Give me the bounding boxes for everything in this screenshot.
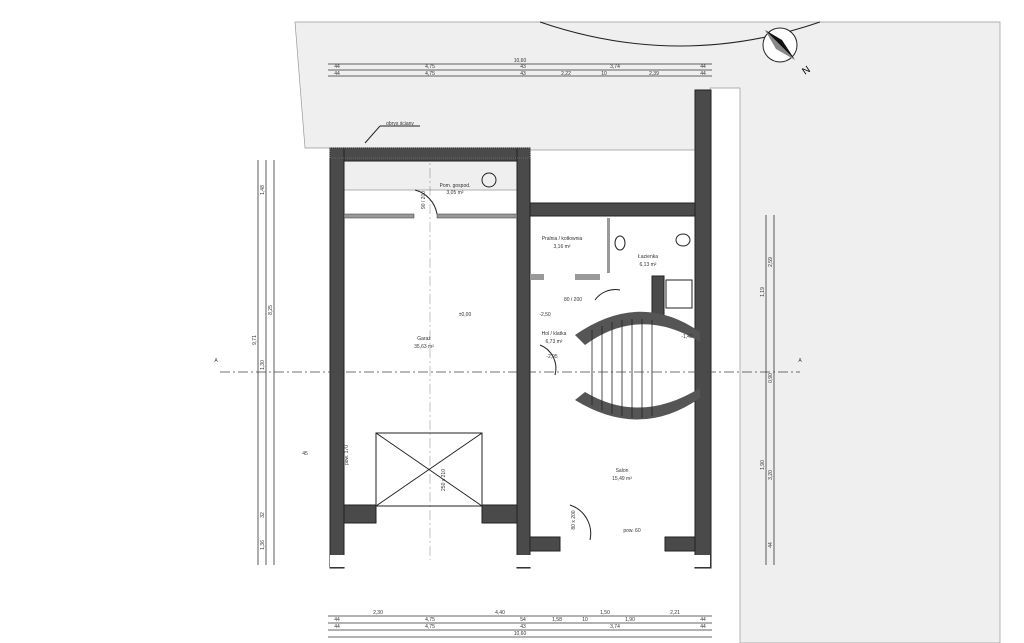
svg-text:2,59: 2,59 bbox=[768, 257, 774, 267]
svg-text:1,30: 1,30 bbox=[260, 360, 266, 370]
svg-text:250 x 210: 250 x 210 bbox=[441, 469, 447, 491]
level: ±0,00 bbox=[459, 312, 472, 318]
svg-text:1,19: 1,19 bbox=[760, 287, 766, 297]
svg-text:43: 43 bbox=[520, 64, 526, 70]
svg-text:2,39: 2,39 bbox=[649, 71, 659, 77]
north-arrow-icon bbox=[762, 27, 798, 63]
terrain-area bbox=[294, 21, 1001, 643]
svg-text:43: 43 bbox=[520, 71, 526, 77]
room-area: 3,05 m² bbox=[447, 190, 464, 196]
svg-text:44: 44 bbox=[334, 64, 340, 70]
svg-text:44: 44 bbox=[700, 617, 706, 623]
room-name: Łazienka bbox=[638, 254, 658, 260]
callout-label: obrys ściany bbox=[386, 121, 414, 127]
room-area: 15,49 m² bbox=[612, 476, 632, 482]
room-area: 35,63 m² bbox=[414, 344, 434, 350]
svg-text:4,75: 4,75 bbox=[425, 617, 435, 623]
svg-text:44: 44 bbox=[334, 617, 340, 623]
svg-text:9,71: 9,71 bbox=[252, 335, 258, 345]
room-name: Pom. gospod. bbox=[440, 183, 471, 189]
svg-text:2,21: 2,21 bbox=[670, 610, 680, 616]
svg-text:45: 45 bbox=[302, 451, 308, 457]
door-label: 80 x 200 bbox=[571, 510, 577, 529]
svg-text:0,90: 0,90 bbox=[768, 373, 774, 383]
svg-text:44: 44 bbox=[700, 64, 706, 70]
svg-text:3,20: 3,20 bbox=[768, 470, 774, 480]
svg-text:44: 44 bbox=[334, 624, 340, 630]
room-name: Pralnia / kotłownia bbox=[542, 236, 583, 242]
svg-text:4,40: 4,40 bbox=[495, 610, 505, 616]
room-area: 6,73 m² bbox=[546, 339, 563, 345]
svg-text:1,58: 1,58 bbox=[552, 617, 562, 623]
stair bbox=[575, 311, 700, 345]
svg-text:44: 44 bbox=[700, 624, 706, 630]
svg-text:10: 10 bbox=[601, 71, 607, 77]
room-name: Salon bbox=[616, 468, 629, 474]
svg-text:1,90: 1,90 bbox=[760, 460, 766, 470]
svg-text:44: 44 bbox=[700, 71, 706, 77]
walls bbox=[329, 89, 712, 569]
window-label: pow. 60 bbox=[623, 528, 640, 534]
svg-text:3,74: 3,74 bbox=[610, 64, 620, 70]
svg-text:4,75: 4,75 bbox=[425, 624, 435, 630]
svg-text:1,50: 1,50 bbox=[600, 610, 610, 616]
door-label: 90 / 200 bbox=[421, 191, 427, 209]
bottom-dimensions: 2,30 4,40 1,50 2,21 44 4,75 54 1,58 10 1… bbox=[328, 610, 712, 638]
section-mark: A bbox=[798, 358, 802, 364]
door-label: 80 / 200 bbox=[564, 297, 582, 303]
shower-icon bbox=[665, 279, 693, 309]
svg-text:4,75: 4,75 bbox=[425, 71, 435, 77]
svg-text:1,36: 1,36 bbox=[260, 540, 266, 550]
svg-text:1,90: 1,90 bbox=[625, 617, 635, 623]
room-area: 3,16 m² bbox=[554, 244, 571, 250]
room-name: Garaż bbox=[417, 336, 431, 342]
garage-door: 250 x 210 bbox=[375, 432, 483, 507]
svg-text:10,60: 10,60 bbox=[514, 631, 527, 637]
svg-text:54: 54 bbox=[520, 617, 526, 623]
svg-text:32: 32 bbox=[260, 512, 266, 518]
svg-text:3,74: 3,74 bbox=[610, 624, 620, 630]
svg-text:2,30: 2,30 bbox=[373, 610, 383, 616]
svg-text:1,48: 1,48 bbox=[260, 185, 266, 195]
level: -2,50 bbox=[539, 312, 551, 318]
svg-text:2,22: 2,22 bbox=[561, 71, 571, 77]
room-name: Hol / klatka bbox=[542, 331, 567, 337]
window-label: pow. 170 bbox=[344, 445, 350, 465]
svg-text:10,60: 10,60 bbox=[514, 58, 527, 64]
left-dimensions: 1,48 8,25 9,71 1,30 45 32 1,36 bbox=[252, 160, 308, 565]
svg-text:4,75: 4,75 bbox=[425, 64, 435, 70]
svg-text:8,25: 8,25 bbox=[268, 305, 274, 315]
svg-text:44: 44 bbox=[334, 71, 340, 77]
top-dimensions: 10,60 44 4,75 43 3,74 44 44 4,75 43 2,22… bbox=[328, 58, 712, 77]
toilet-icon bbox=[675, 233, 691, 247]
section-mark: A bbox=[214, 358, 218, 364]
svg-text:10: 10 bbox=[582, 617, 588, 623]
svg-text:43: 43 bbox=[520, 624, 526, 630]
sink-icon bbox=[614, 235, 626, 251]
level: -1,40 bbox=[681, 334, 693, 340]
right-dimensions: 2,59 1,19 0,90 1,90 3,20 44 bbox=[760, 215, 775, 565]
svg-text:44: 44 bbox=[768, 542, 774, 548]
room-area: 6,13 m² bbox=[640, 262, 657, 268]
level: -2,95 bbox=[546, 354, 558, 360]
